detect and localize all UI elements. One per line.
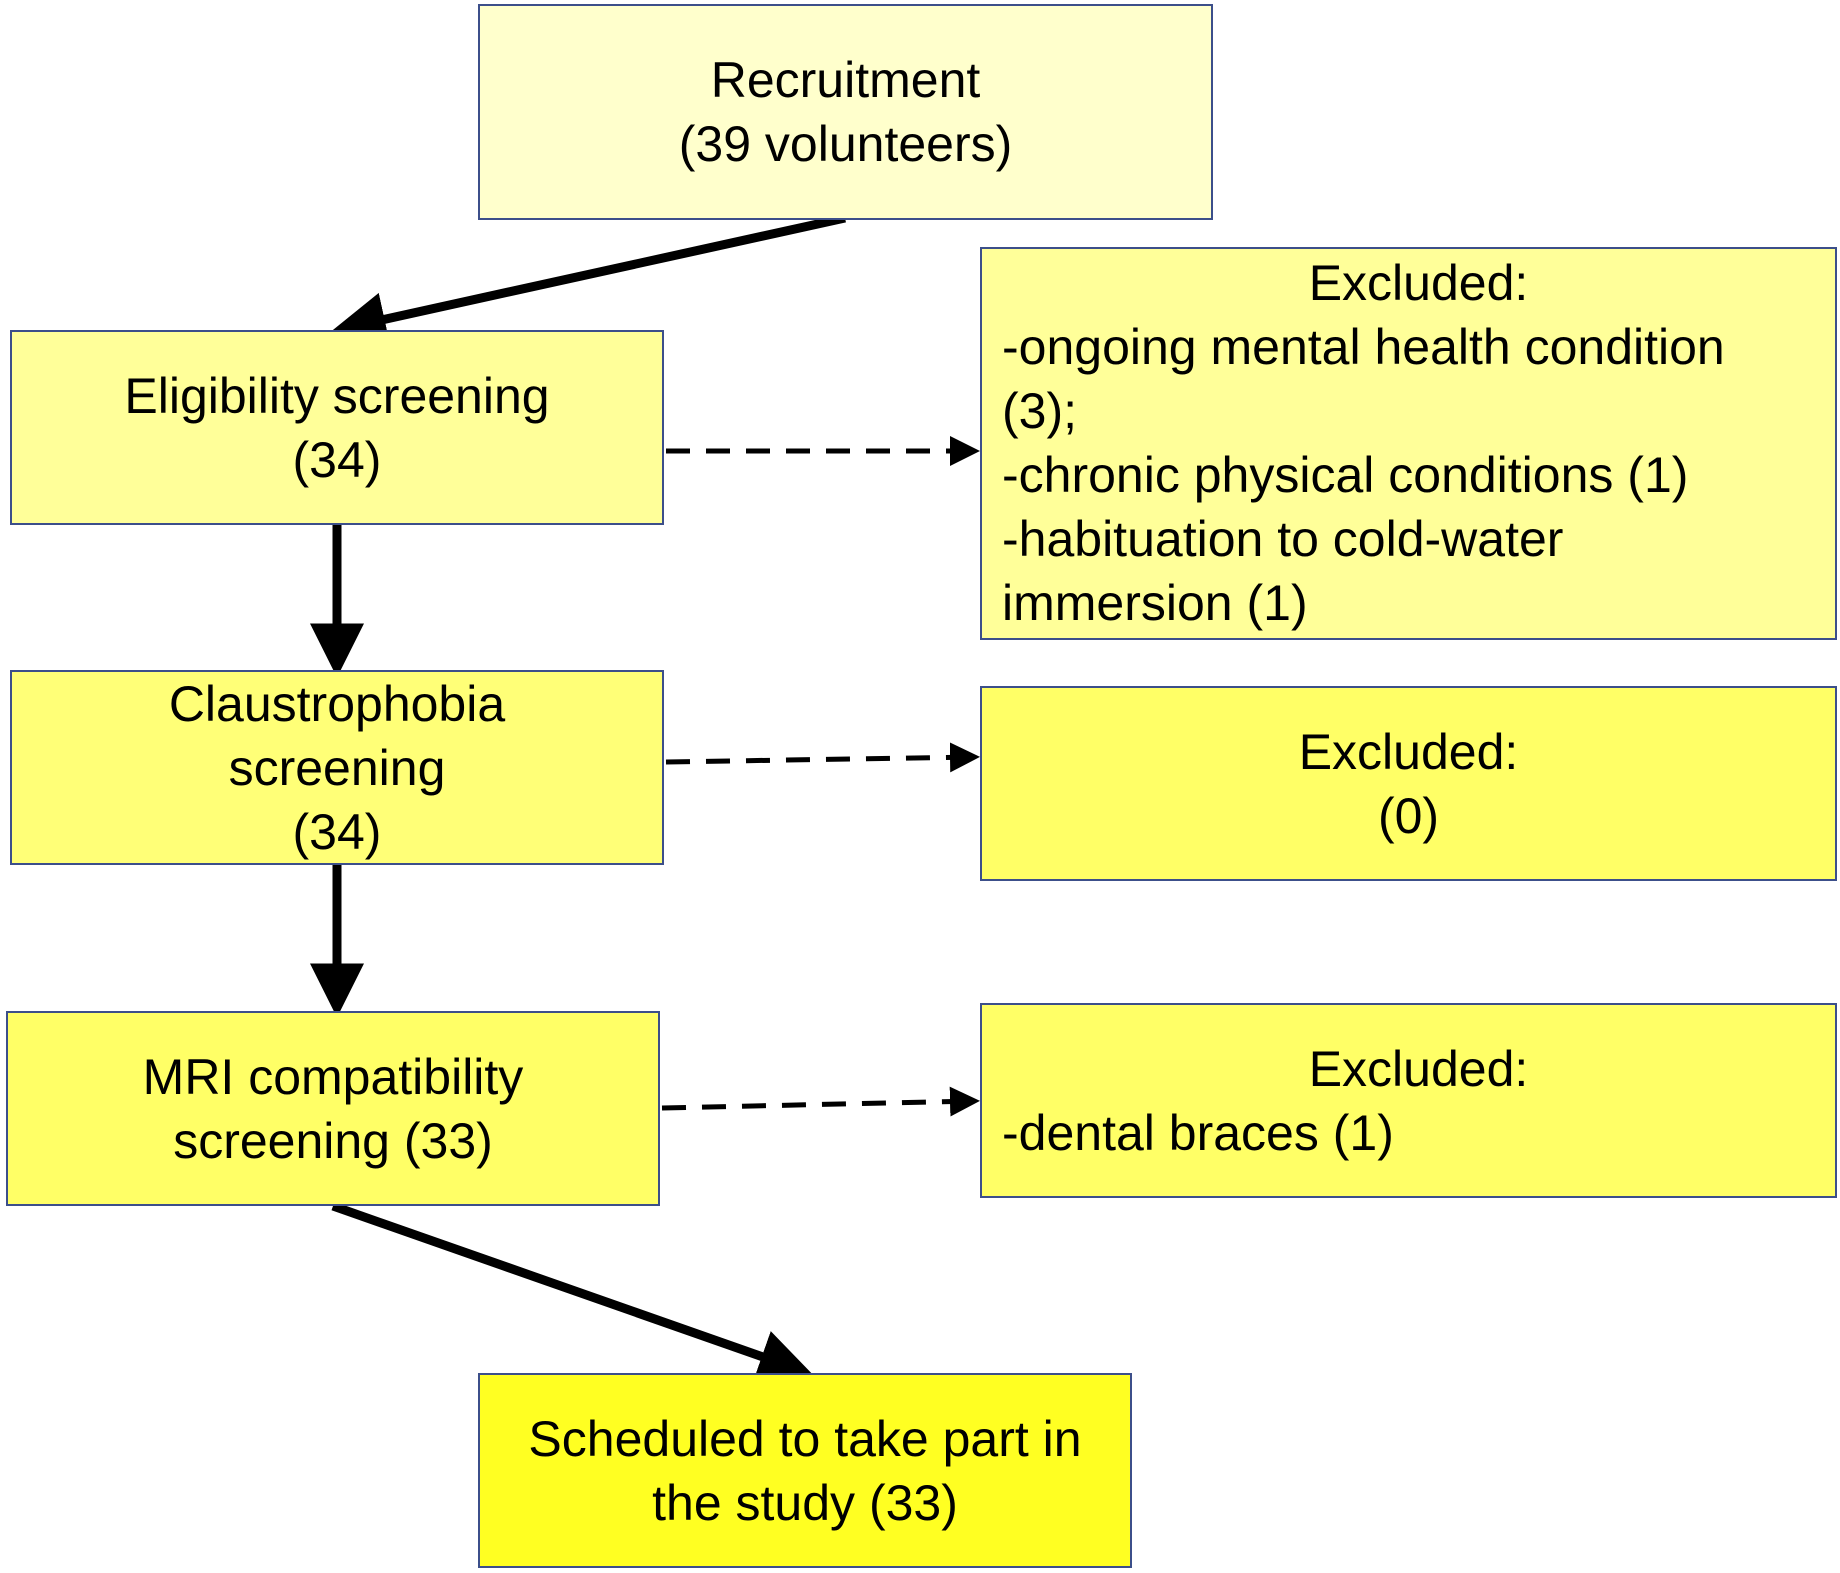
excluded-reason-line: (3);: [1002, 383, 1077, 439]
recruitment-title: Recruitment: [710, 52, 981, 108]
excluded-mri-reason: -dental braces (1): [1002, 1104, 1394, 1161]
claustrophobia-title-line-2: screening: [228, 739, 446, 796]
excluded-claustrophobia-box: Excluded: (0): [980, 686, 1837, 881]
excluded-reason-line: immersion (1): [1002, 575, 1308, 631]
eligibility-title: Eligibility screening: [124, 367, 550, 424]
excluded-claustrophobia-heading: Excluded:: [1298, 723, 1519, 780]
dashed-arrow-claustrophobia-to-excluded: [665, 742, 980, 773]
excluded-claustrophobia-count: (0): [1377, 787, 1440, 844]
mri-compatibility-screening-box: MRI compatibility screening (33): [6, 1011, 660, 1206]
excluded-mri-heading: Excluded:: [1308, 1040, 1529, 1097]
excluded-reason-line: -ongoing mental health condition: [1002, 319, 1725, 375]
excluded-mri-box: Excluded: -dental braces (1): [980, 1003, 1837, 1198]
excluded-eligibility-box: Excluded: -ongoing mental health conditi…: [980, 247, 1837, 640]
recruitment-box: Recruitment (39 volunteers): [478, 4, 1213, 220]
excluded-reason-line: -habituation to cold-water: [1002, 511, 1564, 567]
mri-title-line-2: screening (33): [173, 1112, 493, 1169]
claustrophobia-count: (34): [292, 803, 382, 860]
mri-title-line-1: MRI compatibility: [142, 1048, 524, 1105]
excluded-reason-line: -chronic physical conditions (1): [1002, 447, 1689, 503]
scheduled-line-2: the study (33): [652, 1474, 958, 1531]
scheduled-line-1: Scheduled to take part in: [528, 1410, 1082, 1467]
dashed-arrow-mri-to-excluded: [661, 1086, 980, 1117]
excluded-eligibility-heading: Excluded:: [1308, 255, 1529, 311]
claustrophobia-screening-box: Claustrophobia screening (34): [10, 670, 664, 865]
recruitment-count: (39 volunteers): [678, 116, 1013, 172]
claustrophobia-title-line-1: Claustrophobia: [168, 675, 506, 732]
arrow-recruitment-to-eligibility: [331, 213, 846, 346]
arrow-mri-to-scheduled: [331, 1201, 813, 1383]
scheduled-box: Scheduled to take part in the study (33): [478, 1373, 1132, 1568]
eligibility-count: (34): [292, 431, 382, 488]
eligibility-screening-box: Eligibility screening (34): [10, 330, 664, 525]
